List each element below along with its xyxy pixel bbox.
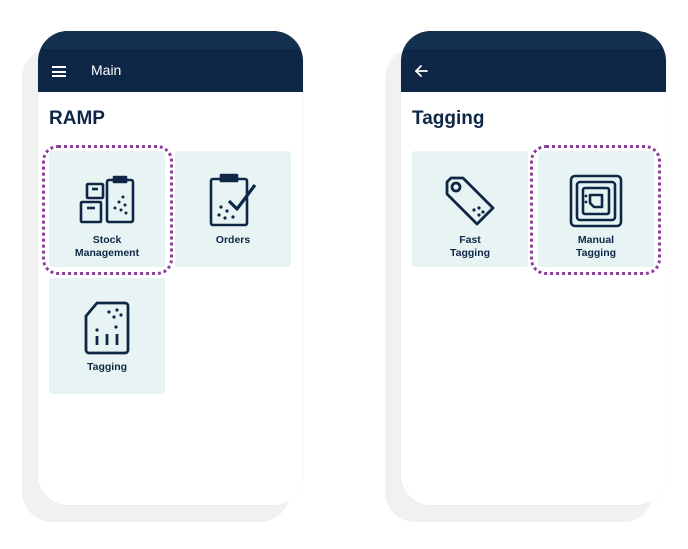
main-screen: Main RAMP Stock Management <box>38 31 303 505</box>
back-arrow-icon[interactable] <box>413 63 429 79</box>
tile-label: Orders <box>215 234 251 246</box>
fast-tagging-tag-icon <box>445 176 495 226</box>
tagging-chip-icon <box>84 301 130 355</box>
orders-clipboard-icon <box>209 173 257 227</box>
page-title: Tagging <box>412 108 485 129</box>
manual-tagging-tile[interactable]: Manual Tagging <box>538 151 654 267</box>
tagging-tile[interactable]: Tagging <box>49 278 165 394</box>
fast-tagging-tile[interactable]: Fast Tagging <box>412 151 528 267</box>
main-app-bar: Main <box>38 31 303 92</box>
status-bar-strip <box>38 31 303 49</box>
tile-label: Stock Management <box>74 234 140 259</box>
hamburger-menu-icon[interactable] <box>52 66 66 77</box>
stock-management-tile[interactable]: Stock Management <box>49 151 165 267</box>
tagging-app-bar <box>401 31 666 92</box>
tile-label: Tagging <box>86 361 128 373</box>
tile-label: Manual Tagging <box>575 234 617 259</box>
tile-label: Fast Tagging <box>449 234 491 259</box>
tagging-screen: Tagging Fast Tagging <box>401 31 666 505</box>
manual-tagging-rfid-icon <box>569 174 623 228</box>
page-title: RAMP <box>49 108 105 129</box>
status-bar-strip <box>401 31 666 49</box>
orders-tile[interactable]: Orders <box>175 151 291 267</box>
stock-management-icon <box>79 175 135 224</box>
app-bar-title: Main <box>91 62 122 78</box>
